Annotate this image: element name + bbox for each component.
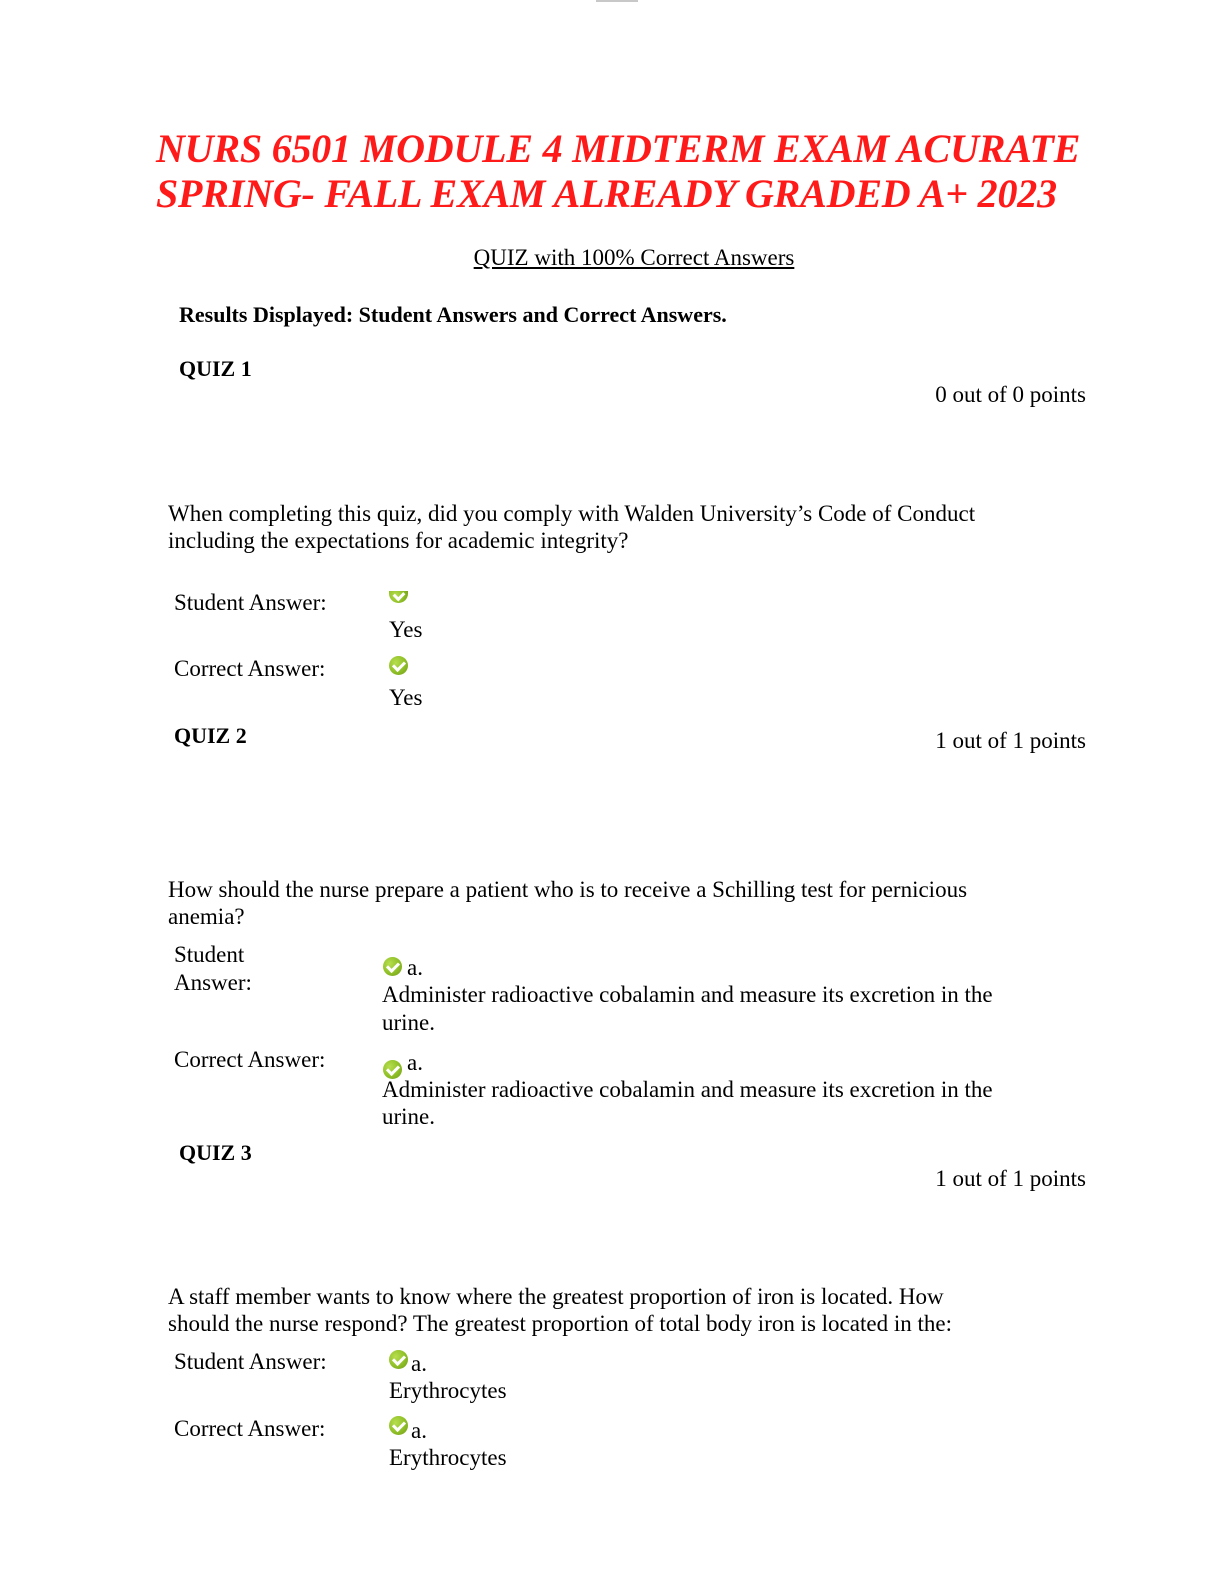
document-subtitle: QUIZ with 100% Correct Answers bbox=[473, 245, 795, 270]
check-circle-icon bbox=[389, 1416, 408, 1438]
check-circle-icon bbox=[383, 957, 402, 979]
quiz-1-label: QUIZ 1 bbox=[179, 356, 252, 381]
quiz-2-question-line-1: How should the nurse prepare a patient w… bbox=[168, 877, 968, 902]
results-displayed-heading: Results Displayed: Student Answers and C… bbox=[179, 302, 727, 327]
quiz-2-correct-answer-line-1: Administer radioactive cobalamin and mea… bbox=[382, 1077, 993, 1102]
quiz-2-student-answer-label-line-1: Student bbox=[174, 942, 245, 967]
quiz-2-question-line-2: anemia? bbox=[168, 904, 245, 929]
quiz-3-question-line-1: A staff member wants to know where the g… bbox=[168, 1284, 944, 1309]
quiz-2-student-answer-line-2: urine. bbox=[382, 1010, 436, 1035]
document-title-line-2: SPRING- FALL EXAM ALREADY GRADED A+ 2023 bbox=[156, 171, 1057, 216]
check-circle-icon bbox=[389, 1350, 408, 1372]
quiz-3-points: 1 out of 1 points bbox=[935, 1166, 1086, 1191]
quiz-2-student-answer-label-line-2: Answer: bbox=[174, 970, 252, 995]
quiz-1-correct-answer: Yes bbox=[389, 685, 423, 710]
document-title-line-1: NURS 6501 MODULE 4 MIDTERM EXAM ACURATE bbox=[156, 126, 1081, 171]
check-circle-icon bbox=[389, 656, 408, 678]
quiz-1-points: 0 out of 0 points bbox=[935, 382, 1086, 407]
quiz-2-points: 1 out of 1 points bbox=[935, 728, 1086, 753]
quiz-3-question-line-2: should the nurse respond? The greatest p… bbox=[168, 1311, 952, 1336]
quiz-1-question-line-1: When completing this quiz, did you compl… bbox=[168, 501, 976, 526]
quiz-3-student-answer-letter: a. bbox=[411, 1351, 427, 1376]
quiz-1-student-answer-label: Student Answer: bbox=[174, 590, 327, 615]
quiz-2-correct-answer-letter: a. bbox=[407, 1050, 423, 1075]
quiz-2-correct-answer-line-2: urine. bbox=[382, 1104, 436, 1129]
quiz-2-student-answer-letter: a. bbox=[407, 955, 423, 980]
quiz-2-correct-answer-label: Correct Answer: bbox=[174, 1047, 326, 1072]
quiz-1-student-answer: Yes bbox=[389, 617, 423, 642]
check-circle-icon bbox=[383, 1060, 402, 1082]
check-circle-icon bbox=[389, 588, 408, 606]
quiz-2-student-answer-line-1: Administer radioactive cobalamin and mea… bbox=[382, 982, 993, 1007]
quiz-3-correct-answer-letter: a. bbox=[411, 1418, 427, 1443]
quiz-1-question-line-2: including the expectations for academic … bbox=[168, 528, 629, 553]
quiz-1-correct-answer-label: Correct Answer: bbox=[174, 656, 326, 681]
quiz-3-student-answer: Erythrocytes bbox=[389, 1378, 507, 1403]
quiz-2-label: QUIZ 2 bbox=[174, 723, 247, 748]
page-top-mark bbox=[596, 0, 638, 2]
quiz-3-correct-answer: Erythrocytes bbox=[389, 1445, 507, 1470]
quiz-3-label: QUIZ 3 bbox=[179, 1140, 252, 1165]
quiz-3-student-answer-label: Student Answer: bbox=[174, 1349, 327, 1374]
quiz-3-correct-answer-label: Correct Answer: bbox=[174, 1416, 326, 1441]
